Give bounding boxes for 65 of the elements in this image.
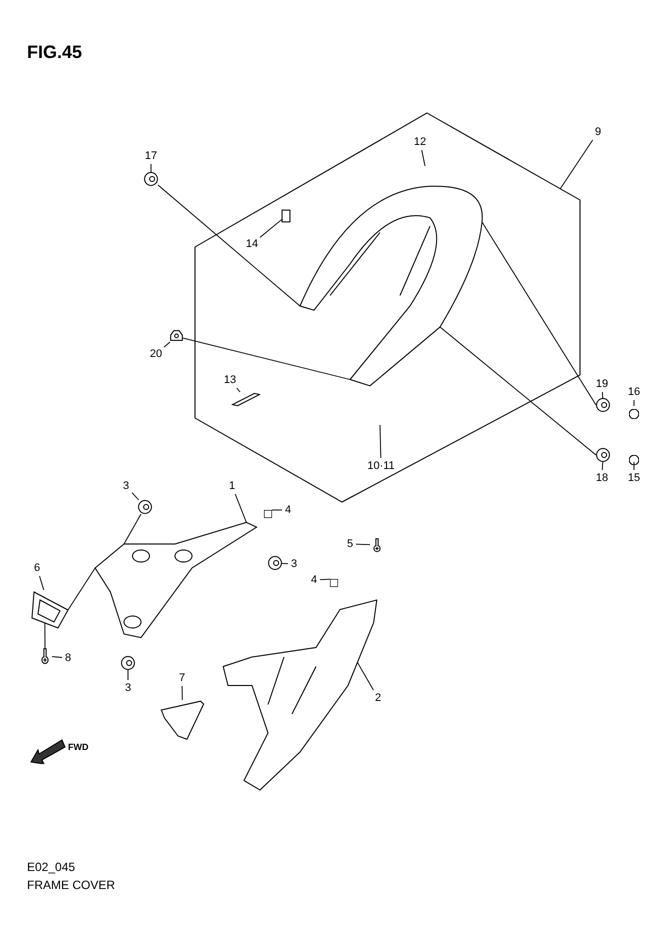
callout-number: 1 xyxy=(226,478,238,494)
leader-line xyxy=(421,150,426,166)
figure-caption: FRAME COVER xyxy=(27,878,116,892)
assembly-line xyxy=(482,222,596,406)
grommet-drawing xyxy=(268,556,282,570)
bracket-drawing xyxy=(30,590,70,630)
grommet-drawing xyxy=(596,448,610,462)
callout-number: 17 xyxy=(143,148,159,164)
clip-drawing xyxy=(282,210,290,222)
leader-line xyxy=(52,656,62,658)
leader-line xyxy=(602,462,604,470)
grommet-drawing xyxy=(596,398,610,412)
callout-number: 10·11 xyxy=(362,458,400,474)
callout-number: 16 xyxy=(626,384,642,400)
callout-number: 5 xyxy=(344,536,356,552)
callout-number: 12 xyxy=(412,134,428,150)
callout-number: 4 xyxy=(308,572,320,588)
leader-line xyxy=(320,578,330,580)
assembly-line xyxy=(124,514,142,544)
strip-drawing xyxy=(232,392,260,406)
callout-number: 7 xyxy=(176,670,188,686)
leader-line xyxy=(150,164,152,172)
cushion-drawing xyxy=(629,452,639,462)
callout-number: 19 xyxy=(594,376,610,392)
leader-line xyxy=(602,392,604,398)
assembly-line xyxy=(68,568,96,610)
callout-number: 15 xyxy=(626,470,642,486)
callout-number: 9 xyxy=(590,124,606,140)
nut-drawing xyxy=(170,330,183,343)
grommet-drawing xyxy=(144,172,158,186)
assembly-line xyxy=(440,326,596,456)
leader-line xyxy=(560,140,594,190)
cushion-drawing xyxy=(629,406,639,416)
callout-number: 2 xyxy=(372,690,384,706)
callout-number: 18 xyxy=(594,470,610,486)
callout-number: 6 xyxy=(31,560,43,576)
callout-number: 3 xyxy=(288,556,300,572)
assembly-line xyxy=(44,622,46,650)
leader-line xyxy=(132,492,140,500)
leader-line xyxy=(357,662,374,690)
callout-number: 4 xyxy=(282,502,294,518)
leader-line xyxy=(260,218,282,238)
callout-number: 3 xyxy=(120,478,132,494)
leader-line xyxy=(39,576,44,590)
assembly-line xyxy=(158,184,300,306)
leader-line xyxy=(234,494,247,523)
callout-number: 20 xyxy=(148,346,164,362)
figure-title: FIG.45 xyxy=(27,42,82,63)
leader-line xyxy=(236,388,241,392)
callout-number: 3 xyxy=(122,680,134,696)
side-cover-drawing xyxy=(220,600,380,790)
leader-line xyxy=(380,424,382,458)
grommet-drawing xyxy=(138,500,152,514)
leader-line xyxy=(182,686,183,700)
direction-label: FWD xyxy=(68,742,88,752)
callout-number: 8 xyxy=(62,650,74,666)
assembly-line xyxy=(182,338,350,380)
drawing-code: E02_045 xyxy=(27,860,76,874)
cover-panel-drawing xyxy=(160,700,205,740)
leader-line xyxy=(282,562,288,564)
leader-line xyxy=(164,342,170,348)
leader-line xyxy=(356,544,370,546)
callout-number: 14 xyxy=(244,236,260,252)
callout-number: 13 xyxy=(222,372,238,388)
grommet-drawing xyxy=(121,656,135,670)
